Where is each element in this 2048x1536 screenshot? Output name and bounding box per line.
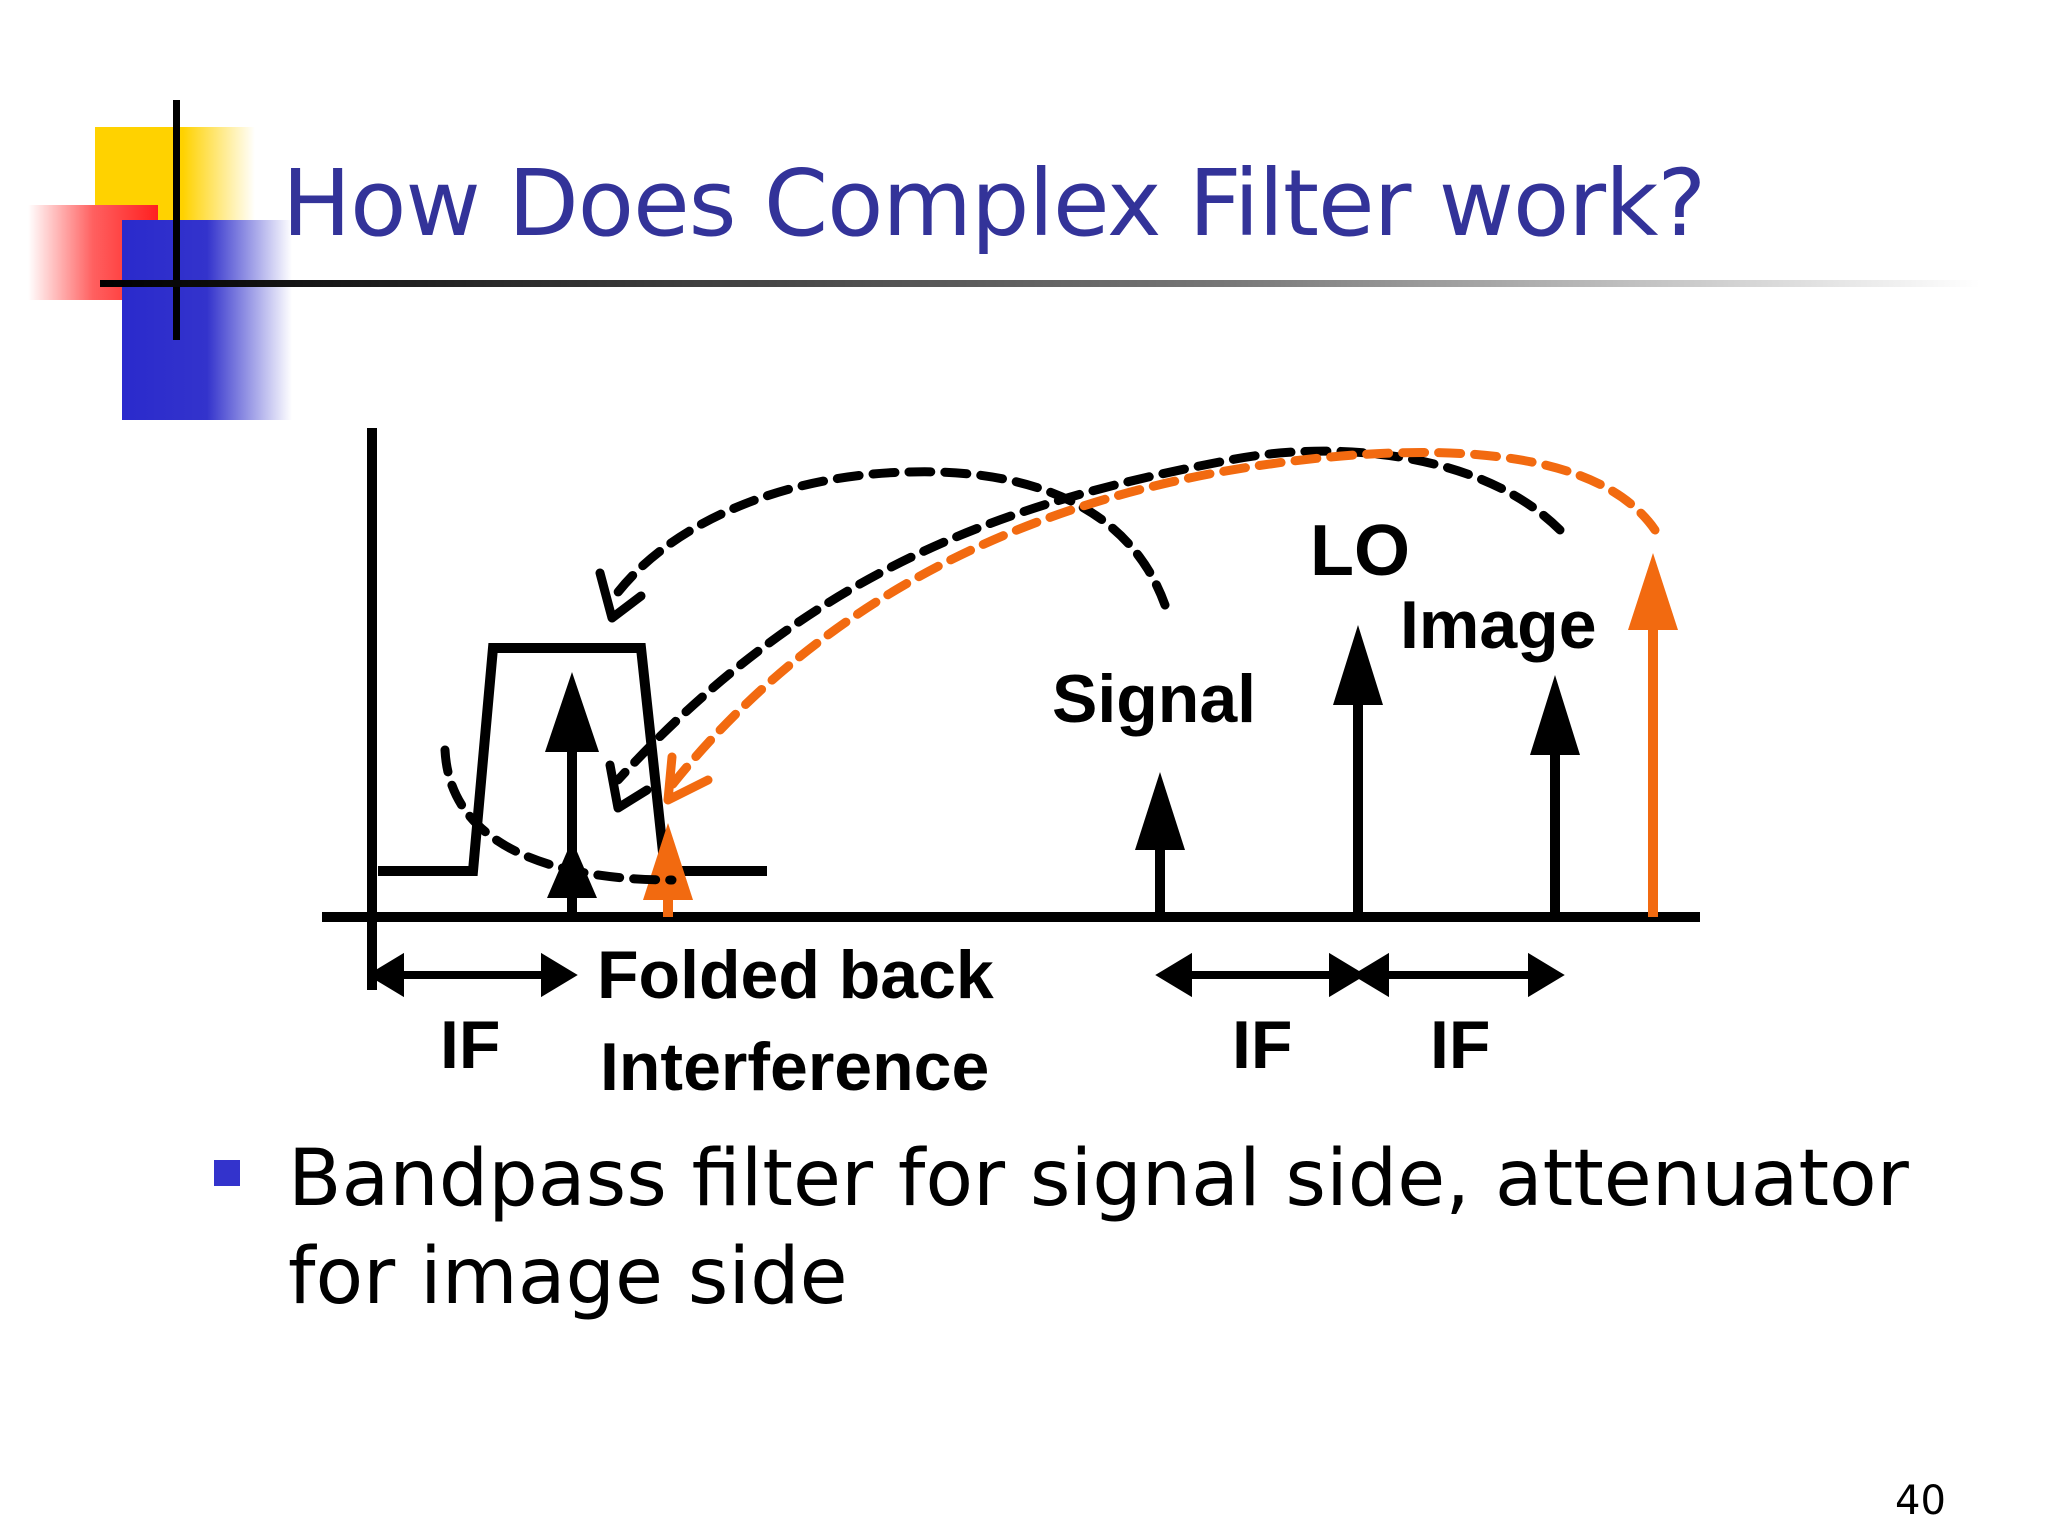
image-label: Image (1400, 587, 1597, 663)
bullet-text: Bandpass filter for signal side, attenua… (288, 1134, 1909, 1322)
bullet-square-icon (214, 1160, 240, 1186)
axes (322, 428, 1700, 990)
spectral-lines (545, 625, 1580, 917)
interference-label: Interference (600, 1029, 989, 1105)
signal-label: Signal (1052, 661, 1256, 737)
folded-back-label: Folded back (597, 937, 994, 1013)
page-number: 40 (1895, 1478, 1946, 1524)
if-label-mid: IF (1232, 1007, 1292, 1083)
title-underline (100, 280, 1980, 287)
corner-decoration (28, 100, 292, 420)
if-double-arrows (367, 952, 1565, 998)
lo-label: LO (1310, 511, 1410, 591)
slide-title: How Does Complex Filter work? (282, 150, 1706, 257)
if-label-right: IF (1430, 1007, 1490, 1083)
if-label-left: IF (440, 1007, 500, 1083)
fold-back-curves (440, 446, 1660, 885)
curve-arrowheads (595, 568, 713, 813)
